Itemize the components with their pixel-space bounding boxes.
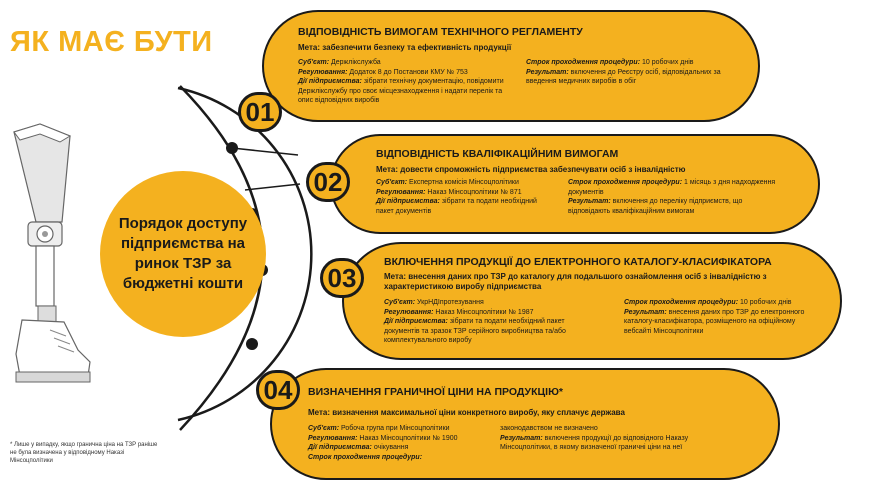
center-circle: Порядок доступу підприємства на ринок ТЗ… bbox=[100, 171, 266, 337]
step-number-2: 02 bbox=[306, 162, 350, 202]
step-number-1: 01 bbox=[238, 92, 282, 132]
step-right-column: Строк проходження процедури: 1 місяць з … bbox=[568, 179, 776, 215]
step-right-column: Строк проходження процедури: 10 робочих … bbox=[624, 299, 805, 335]
center-text: Порядок доступу підприємства на ринок ТЗ… bbox=[118, 215, 248, 292]
step-heading: ВІДПОВІДНІСТЬ КВАЛІФІКАЦІЙНИМ ВИМОГАМ bbox=[376, 148, 619, 160]
page-title: ЯК МАЄ БУТИ bbox=[10, 26, 213, 58]
step-goal: Мета: визначення максимальної ціни конкр… bbox=[308, 408, 625, 417]
step-number-4: 04 bbox=[256, 370, 300, 410]
step-card-3: ВКЛЮЧЕННЯ ПРОДУКЦІЇ ДО ЕЛЕКТРОННОГО КАТА… bbox=[342, 242, 842, 360]
step-number-3: 03 bbox=[320, 258, 364, 298]
step-heading: ВКЛЮЧЕННЯ ПРОДУКЦІЇ ДО ЕЛЕКТРОННОГО КАТА… bbox=[384, 256, 772, 268]
step-left-column: Суб'єкт: Експертна комісія Мінсоцполітик… bbox=[376, 179, 537, 215]
step-left-column: Суб'єкт: Робоча група при Мінсоцполітики… bbox=[308, 425, 458, 461]
step-left-column: Суб'єкт: Держлікслужба Регулювання: Дода… bbox=[298, 59, 504, 104]
step-heading: ВИЗНАЧЕННЯ ГРАНИЧНОЇ ЦІНИ НА ПРОДУКЦІЮ* bbox=[308, 386, 563, 398]
step-card-2: ВІДПОВІДНІСТЬ КВАЛІФІКАЦІЙНИМ ВИМОГАМ Ме… bbox=[330, 134, 820, 234]
step-goal: Мета: внесення даних про ТЗР до каталогу… bbox=[384, 272, 767, 291]
step-left-column: Суб'єкт: УкрНДІпротезування Регулювання:… bbox=[384, 299, 566, 344]
prosthesis-illustration bbox=[13, 123, 91, 383]
timeline-dot-1 bbox=[226, 142, 238, 154]
timeline-dot-4 bbox=[246, 338, 258, 350]
step-card-4: ВИЗНАЧЕННЯ ГРАНИЧНОЇ ЦІНИ НА ПРОДУКЦІЮ* … bbox=[270, 368, 780, 480]
step-heading: ВІДПОВІДНІСТЬ ВИМОГАМ ТЕХНІЧНОГО РЕГЛАМЕ… bbox=[298, 26, 583, 38]
step-goal: Мета: довести спроможність підприємства … bbox=[376, 165, 686, 174]
step-right-column: законодавством не визначено Результат: в… bbox=[500, 425, 689, 451]
footnote: * Лише у випадку, якщо гранична ціна на … bbox=[10, 442, 158, 464]
step-goal: Мета: забезпечити безпеку та ефективніст… bbox=[298, 43, 512, 52]
step-card-1: ВІДПОВІДНІСТЬ ВИМОГАМ ТЕХНІЧНОГО РЕГЛАМЕ… bbox=[262, 10, 760, 122]
step-right-column: Строк проходження процедури: 10 робочих … bbox=[526, 59, 721, 85]
